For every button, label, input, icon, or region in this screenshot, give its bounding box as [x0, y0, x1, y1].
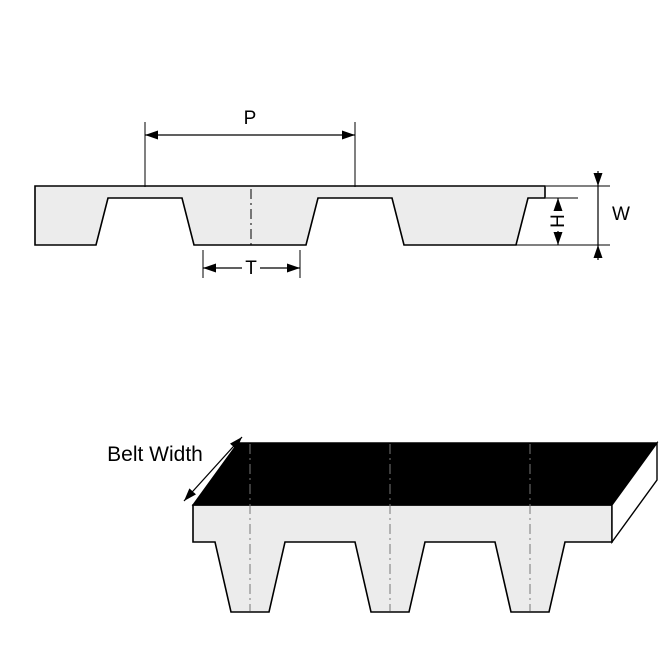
belt-width-arrow — [183, 436, 243, 502]
height-label-mask — [549, 211, 567, 231]
tooth-width-label: T — [245, 258, 257, 279]
tooth-height-label: H — [548, 214, 569, 228]
belt-front-face — [192, 504, 613, 613]
belt-cross-section: P T H W — [34, 108, 630, 279]
pitch-label: P — [244, 108, 257, 129]
belt-top-face — [191, 442, 659, 506]
tooth-label-mask — [242, 257, 260, 279]
belt-3d-view: Belt Width — [107, 436, 659, 613]
belt-end-face — [611, 440, 658, 545]
belt-profile-shape — [34, 185, 546, 246]
belt-thickness-label: W — [612, 204, 630, 225]
belt-width-label: Belt Width — [107, 443, 203, 466]
